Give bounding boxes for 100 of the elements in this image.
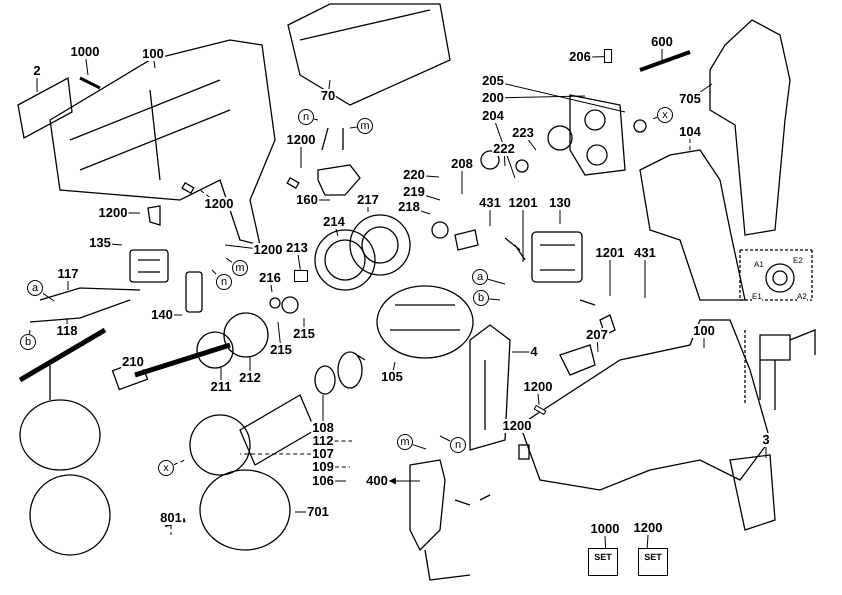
- leader-line: [212, 270, 216, 274]
- callout-number: 223: [511, 126, 535, 140]
- callout-number: 1200: [204, 197, 234, 211]
- leader-line: [420, 210, 430, 214]
- leader-line: [173, 314, 182, 316]
- leader-line: [300, 146, 302, 168]
- leader-line: [644, 260, 646, 298]
- leader-line: [174, 460, 186, 466]
- leader-line: [334, 466, 350, 468]
- callout-number: 705: [678, 92, 702, 106]
- leader-line: [226, 258, 232, 263]
- leader-line: [488, 298, 500, 300]
- callout-number: 1200: [98, 206, 128, 220]
- callout-number: 104: [678, 125, 702, 139]
- leader-line: [336, 228, 338, 236]
- leader-line: [652, 116, 658, 120]
- leader-line: [200, 190, 210, 198]
- small-part: [534, 404, 546, 416]
- callout-number: 431: [633, 246, 657, 260]
- set-kit-symbol: SET: [638, 548, 668, 576]
- callout-number: 3: [761, 433, 771, 447]
- callout-number: 205: [481, 74, 505, 88]
- callout-number: 70: [320, 89, 336, 103]
- leader-line: [504, 96, 586, 98]
- callout-number: 2: [32, 64, 42, 78]
- leader-line: [388, 478, 420, 484]
- callout-number: 801: [159, 511, 183, 525]
- callout-number: 108: [311, 421, 335, 435]
- leader-line: [604, 536, 606, 548]
- callout-number: 200: [481, 91, 505, 105]
- circled-letter: m: [232, 260, 248, 276]
- callout-number: 1000: [590, 522, 620, 536]
- leader-line: [425, 175, 440, 178]
- circled-letter: b: [20, 334, 36, 350]
- leader-line: [154, 60, 156, 68]
- leader-line: [538, 394, 540, 406]
- callout-number: 105: [380, 370, 404, 384]
- callout-number: 107: [311, 447, 335, 461]
- leader-line: [278, 322, 281, 344]
- terminal-label: A1: [754, 260, 764, 269]
- callout-number: 1000: [70, 45, 100, 59]
- callout-number: 109: [311, 460, 335, 474]
- callout-number: 215: [269, 343, 293, 357]
- leader-line: [85, 58, 88, 76]
- callout-number: 217: [356, 193, 380, 207]
- leader-line: [488, 278, 506, 284]
- callout-number: 214: [322, 215, 346, 229]
- callout-number: 211: [210, 380, 232, 394]
- callout-number: 212: [238, 371, 262, 385]
- callout-number: 213: [285, 241, 309, 255]
- callout-number: 222: [492, 142, 516, 156]
- small-part: [604, 49, 612, 63]
- leader-line: [322, 394, 324, 422]
- leader-line: [700, 84, 712, 92]
- circled-letter: m: [357, 118, 373, 134]
- leader-line: [170, 524, 172, 536]
- terminal-label: E1: [752, 292, 762, 301]
- small-part: [294, 270, 308, 282]
- leader-line: [412, 444, 426, 450]
- callout-number: 135: [88, 236, 112, 250]
- leader-line: [111, 244, 122, 246]
- callout-number: 160: [295, 193, 319, 207]
- terminal-label: E2: [793, 256, 803, 265]
- callout-number: 701: [306, 505, 330, 519]
- circled-letter: m: [397, 434, 413, 450]
- callout-number: 112: [312, 434, 334, 448]
- leader-line: [314, 118, 318, 120]
- circled-letter: n: [216, 274, 232, 290]
- leader-line: [328, 80, 330, 90]
- callout-number: 100: [141, 47, 165, 61]
- callout-number: 215: [292, 327, 316, 341]
- callout-number: 400: [365, 474, 389, 488]
- leader-line: [591, 56, 604, 58]
- circled-letter: a: [472, 269, 488, 285]
- callout-number: 1201: [594, 246, 626, 260]
- leader-line: [504, 156, 506, 166]
- callout-number: 140: [150, 308, 174, 322]
- callout-number: 206: [568, 50, 592, 64]
- callout-number: 1200: [286, 133, 316, 147]
- callout-number: 600: [650, 35, 674, 49]
- leader-line: [66, 318, 68, 324]
- leader-line: [298, 254, 301, 270]
- circled-letter: x: [657, 107, 673, 123]
- callout-number: 218: [397, 200, 421, 214]
- callout-number: 1200: [502, 419, 532, 433]
- callout-number: 431: [478, 196, 502, 210]
- leader-line: [440, 436, 450, 442]
- circled-letter: n: [298, 109, 314, 125]
- leader-line: [36, 78, 38, 92]
- callout-number: 1200: [632, 521, 664, 535]
- callout-number: 1200: [522, 380, 554, 394]
- leader-line: [392, 362, 396, 370]
- callout-number: 219: [402, 185, 426, 199]
- leader-line: [334, 440, 352, 442]
- leader-line: [646, 534, 648, 548]
- set-kit-symbol: SET: [588, 548, 618, 576]
- callout-number: 117: [56, 267, 80, 281]
- leader-line: [220, 368, 222, 380]
- leader-line: [28, 330, 30, 334]
- circled-letter: x: [158, 460, 174, 476]
